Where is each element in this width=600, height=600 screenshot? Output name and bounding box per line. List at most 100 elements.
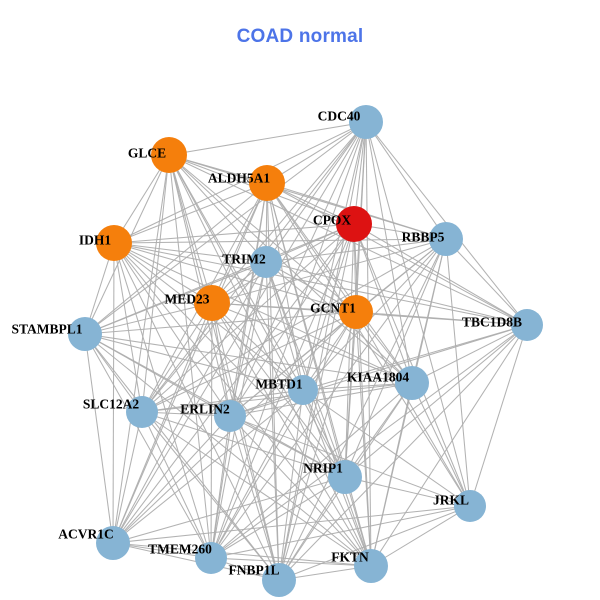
- graph-node-stambpl1[interactable]: [68, 317, 102, 351]
- graph-node-fktn[interactable]: [354, 549, 388, 583]
- graph-node-rbbp5[interactable]: [429, 222, 463, 256]
- graph-edge: [278, 324, 528, 581]
- graph-edge: [344, 324, 528, 478]
- graph-edge: [84, 302, 213, 335]
- page-title: COAD normal: [236, 26, 364, 47]
- graph-edge: [265, 238, 447, 263]
- graph-edge: [365, 121, 447, 240]
- graph-edge: [353, 223, 372, 567]
- graph-edge: [141, 389, 304, 413]
- graph-edge: [210, 389, 304, 559]
- graph-edge: [113, 242, 528, 326]
- node-layer: [68, 105, 543, 597]
- graph-edge: [113, 242, 413, 384]
- graph-node-slc12a2[interactable]: [126, 396, 158, 428]
- graph-edge: [211, 302, 280, 581]
- graph-node-trim2[interactable]: [250, 246, 282, 278]
- edge-layer: [84, 121, 528, 581]
- graph-edge: [84, 333, 280, 581]
- graph-edge: [370, 505, 471, 567]
- graph-node-fnbp1l[interactable]: [262, 563, 296, 597]
- graph-edge: [265, 261, 346, 478]
- graph-edge: [84, 333, 304, 391]
- graph-edge: [112, 121, 367, 544]
- graph-node-jrkl[interactable]: [454, 490, 486, 522]
- graph-edge: [278, 311, 357, 581]
- graph-node-aldh5a1[interactable]: [249, 165, 285, 201]
- graph-node-tmem260[interactable]: [195, 542, 227, 574]
- graph-edge: [211, 302, 372, 567]
- graph-edge: [141, 382, 413, 413]
- graph-edge: [265, 261, 372, 567]
- graph-node-acvr1c[interactable]: [96, 526, 130, 560]
- graph-edge: [210, 476, 346, 559]
- graph-edge: [278, 505, 471, 581]
- graph-edge: [112, 505, 471, 544]
- graph-node-gcnt1[interactable]: [339, 295, 373, 329]
- graph-edge: [353, 223, 528, 326]
- graph-edge: [112, 542, 372, 567]
- graph-edge: [229, 415, 346, 478]
- graph-edge: [113, 242, 280, 581]
- graph-node-cpox[interactable]: [336, 206, 372, 242]
- graph-edge: [229, 324, 528, 417]
- graph-edge: [113, 242, 357, 313]
- graph-node-nrip1[interactable]: [328, 460, 362, 494]
- graph-edge: [370, 324, 528, 567]
- graph-edge: [265, 261, 413, 384]
- graph-edge: [168, 154, 213, 304]
- graph-edge: [265, 261, 280, 581]
- graph-node-glce[interactable]: [151, 137, 187, 173]
- graph-edge: [266, 182, 304, 391]
- graph-edge: [113, 242, 267, 263]
- graph-edge: [141, 411, 280, 581]
- graph-edge: [84, 261, 267, 335]
- graph-edge: [370, 382, 413, 567]
- graph-edge: [112, 182, 268, 544]
- graph-edge: [265, 261, 528, 326]
- graph-edge: [302, 324, 528, 391]
- graph-node-mbtd1[interactable]: [288, 375, 318, 405]
- graph-edge: [210, 557, 372, 567]
- graph-edge: [266, 182, 413, 384]
- graph-edge: [210, 182, 268, 559]
- graph-edge: [112, 223, 355, 544]
- graph-node-cdc40[interactable]: [349, 105, 383, 139]
- graph-edge: [168, 121, 367, 156]
- graph-node-tbc1d8b[interactable]: [511, 309, 543, 341]
- graph-edge: [211, 302, 231, 417]
- graph-edge: [278, 389, 304, 581]
- graph-edge: [112, 476, 346, 544]
- graph-edge: [168, 154, 231, 417]
- graph-edge: [411, 382, 471, 507]
- graph-edge: [168, 154, 357, 313]
- graph-node-erlin2[interactable]: [214, 400, 246, 432]
- graph-edge: [302, 382, 413, 391]
- graph-edge: [113, 242, 143, 413]
- graph-node-med23[interactable]: [194, 285, 230, 321]
- graph-edge: [113, 121, 367, 244]
- graph-node-idh1[interactable]: [96, 225, 132, 261]
- graph-edge: [210, 505, 471, 559]
- graph-edge: [355, 311, 372, 567]
- graph-edge: [113, 242, 372, 567]
- graph-edge: [84, 333, 413, 384]
- graph-edge: [112, 154, 170, 544]
- graph-edge: [112, 389, 304, 544]
- graph-edge: [353, 223, 413, 384]
- graph-edge: [229, 382, 413, 417]
- graph-edge: [229, 415, 372, 567]
- graph-edge: [141, 311, 357, 413]
- graph-node-kiaa1804[interactable]: [395, 366, 429, 400]
- graph-edge: [278, 476, 346, 581]
- graph-edge: [141, 261, 267, 413]
- graph-edge: [266, 121, 367, 184]
- graph-edge: [265, 261, 357, 313]
- graph-edge: [84, 333, 114, 544]
- graph-edge: [112, 302, 213, 544]
- graph-edge: [229, 311, 357, 417]
- graph-edge: [141, 411, 346, 478]
- graph-edge: [355, 311, 528, 326]
- graph-edge: [266, 182, 528, 326]
